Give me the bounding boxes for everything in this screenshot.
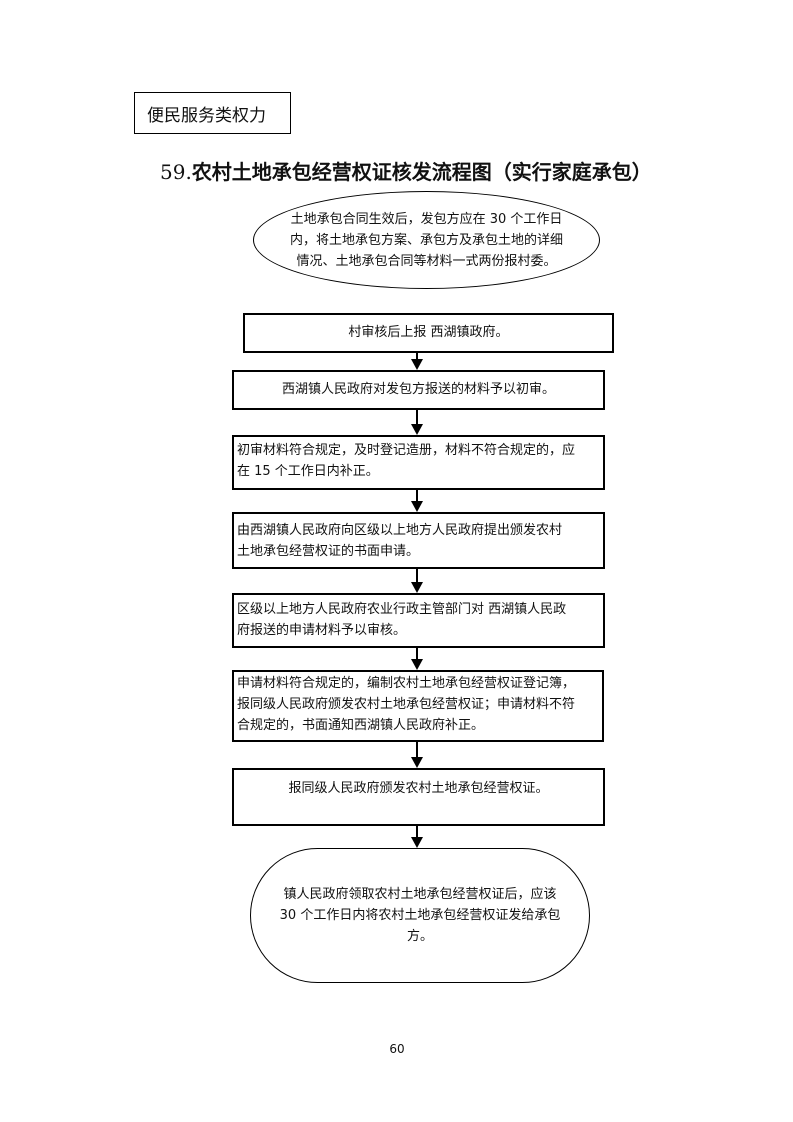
step-7-box: 报同级人民政府颁发农村土地承包经营权证。 [232, 768, 605, 826]
step-2-box: 西湖镇人民政府对发包方报送的材料予以初审。 [232, 370, 605, 410]
end-line: 镇人民政府领取农村土地承包经营权证后，应该 [283, 887, 557, 902]
step-3-line: 在 15 个工作日内补正。 [237, 464, 379, 479]
step-3-line: 初审材料符合规定，及时登记造册，材料不符合规定的，应 [237, 443, 576, 458]
step-7-line: 报同级人民政府颁发农村土地承包经营权证。 [288, 781, 549, 796]
step-5-line: 区级以上地方人民政府农业行政主管部门对 西湖镇人民政 [237, 602, 567, 617]
flow-arrow [411, 826, 423, 848]
step-4-box: 由西湖镇人民政府向区级以上地方人民政府提出颁发农村 土地承包经营权证的书面申请。 [232, 512, 605, 569]
step-4-line: 土地承包经营权证的书面申请。 [237, 544, 420, 559]
flow-arrow [411, 648, 423, 670]
page-title: 59.农村土地承包经营权证核发流程图（实行家庭承包） [160, 156, 720, 185]
end-line: 30 个工作日内将农村土地承包经营权证发给承包 [279, 908, 561, 923]
title-number: 59. [160, 160, 192, 184]
category-label: 便民服务类权力 [134, 92, 291, 134]
step-5-box: 区级以上地方人民政府农业行政主管部门对 西湖镇人民政 府报送的申请材料予以审核。 [232, 593, 605, 648]
flow-arrow [411, 490, 423, 512]
start-line: 土地承包合同生效后，发包方应在 30 个工作日 [290, 211, 563, 227]
step-4-line: 由西湖镇人民政府向区级以上地方人民政府提出颁发农村 [237, 523, 563, 538]
page-number: 60 [389, 1042, 405, 1056]
flow-arrow [411, 353, 423, 370]
step-6-line: 合规定的，书面通知西湖镇人民政府补正。 [237, 718, 485, 733]
step-2-line: 西湖镇人民政府对发包方报送的材料予以初审。 [281, 382, 555, 397]
flow-arrow [411, 569, 423, 593]
step-6-box: 申请材料符合规定的，编制农村土地承包经营权证登记簿， 报同级人民政府颁发农村土地… [232, 670, 604, 742]
step-6-line: 报同级人民政府颁发农村土地承包经营权证；申请材料不符 [237, 697, 576, 712]
flow-arrow [411, 410, 423, 435]
step-6-line: 申请材料符合规定的，编制农村土地承包经营权证登记簿， [237, 676, 576, 691]
flow-arrow [411, 742, 423, 768]
start-terminal: 土地承包合同生效后，发包方应在 30 个工作日 内，将土地承包方案、承包方及承包… [253, 191, 600, 289]
step-1-line: 村审核后上报 西湖镇政府。 [348, 325, 509, 340]
step-1-box: 村审核后上报 西湖镇政府。 [243, 313, 614, 353]
start-line: 情况、土地承包合同等材料一式两份报村委。 [296, 253, 557, 269]
start-line: 内，将土地承包方案、承包方及承包土地的详细 [289, 232, 563, 248]
end-line: 方。 [406, 929, 433, 944]
step-3-box: 初审材料符合规定，及时登记造册，材料不符合规定的，应 在 15 个工作日内补正。 [232, 435, 605, 490]
title-text: 农村土地承包经营权证核发流程图（实行家庭承包） [191, 160, 652, 184]
end-terminal: 镇人民政府领取农村土地承包经营权证后，应该 30 个工作日内将农村土地承包经营权… [250, 848, 590, 983]
step-5-line: 府报送的申请材料予以审核。 [237, 623, 407, 638]
